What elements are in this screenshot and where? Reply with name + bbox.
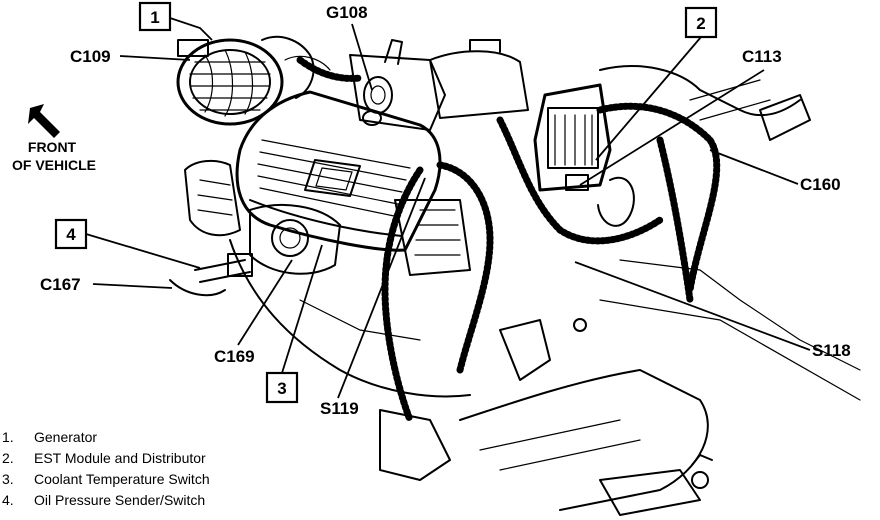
legend-item-text: Coolant Temperature Switch — [34, 471, 210, 487]
legend-item: 4. Oil Pressure Sender/Switch — [2, 492, 205, 508]
frame-drawing — [379, 318, 713, 516]
c109-label: C109 — [70, 47, 111, 66]
c169-label: C169 — [214, 347, 255, 366]
connector-c169: C169 — [214, 259, 293, 366]
engine-illustration — [169, 35, 861, 516]
legend-item-number: 4. — [2, 492, 14, 508]
legend-item-text: EST Module and Distributor — [34, 450, 206, 466]
wire-looms-drawing — [169, 56, 721, 424]
s118-label: S118 — [812, 341, 851, 360]
callout-4-number: 4 — [66, 225, 76, 244]
callout-2: 2 — [595, 6, 718, 161]
connector-c113: C113 — [579, 47, 782, 186]
engine-block-drawing — [184, 159, 471, 398]
legend-item-text: Oil Pressure Sender/Switch — [34, 492, 205, 508]
legend-item: 1. Generator — [2, 429, 97, 445]
front-of-vehicle-indicator: FRONT OF VEHICLE — [12, 104, 96, 173]
c160-label: C160 — [800, 175, 841, 194]
connector-c167: C167 — [40, 275, 173, 294]
throttle-area-drawing — [349, 39, 446, 131]
right-body-drawing — [597, 65, 861, 401]
front-arrow-icon — [28, 104, 60, 138]
front-label: FRONT — [28, 139, 77, 155]
splice-s119: S119 — [320, 177, 426, 418]
legend-item-number: 2. — [2, 450, 14, 466]
splice-s118: S118 — [574, 261, 851, 360]
intake-plenum-drawing — [235, 90, 442, 252]
legend-item-number: 3. — [2, 471, 14, 487]
callout-4: 4 — [54, 218, 201, 269]
legend-item: 3. Coolant Temperature Switch — [2, 471, 210, 487]
callout-1: 1 — [138, 1, 213, 41]
generator-drawing — [176, 35, 331, 126]
g108-label: G108 — [326, 3, 368, 22]
connector-c160: C160 — [709, 149, 841, 194]
c167-label: C167 — [40, 275, 81, 294]
connector-c109: C109 — [70, 47, 191, 66]
c113-label: C113 — [742, 47, 782, 66]
callout-3: 3 — [265, 244, 323, 404]
callout-3-number: 3 — [277, 379, 286, 398]
callout-1-number: 1 — [150, 8, 159, 27]
callout-2-number: 2 — [696, 14, 705, 33]
legend-item: 2. EST Module and Distributor — [2, 450, 206, 466]
legend-item-text: Generator — [34, 429, 97, 445]
legend-item-number: 1. — [2, 429, 14, 445]
distributor-drawing — [429, 39, 612, 192]
of-vehicle-label: OF VEHICLE — [12, 157, 96, 173]
connector-g108: G108 — [326, 3, 373, 91]
legend: 1. Generator 2. EST Module and Distribut… — [2, 429, 210, 508]
s119-label: S119 — [320, 399, 359, 418]
